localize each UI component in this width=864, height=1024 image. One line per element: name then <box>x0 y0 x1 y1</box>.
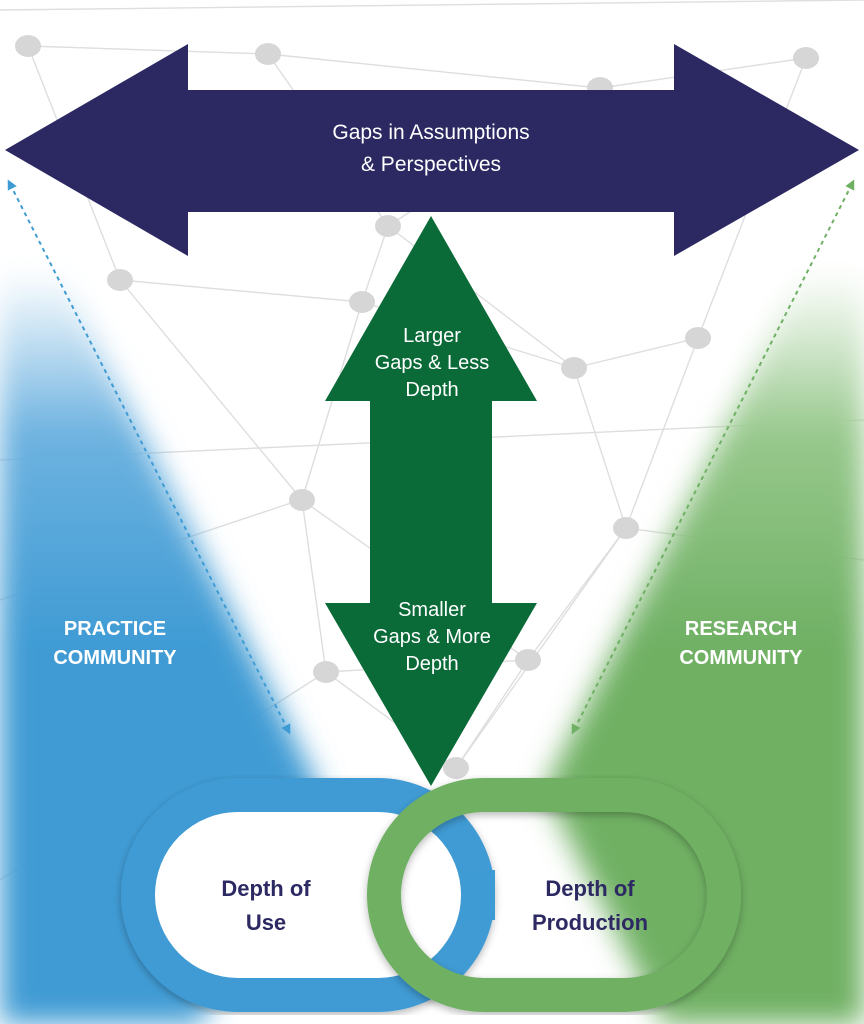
larger-gaps-label: Larger Gaps & Less Depth <box>340 323 524 404</box>
depth-of-production-line-1: Depth of <box>545 876 635 901</box>
larger-gaps-line-2: Gaps & Less <box>374 352 490 374</box>
network-node <box>443 757 469 779</box>
depth-of-use-line-1: Depth of <box>221 876 311 901</box>
larger-gaps-line-1: Larger <box>403 325 461 347</box>
practice-community-label: PRACTICE COMMUNITY <box>20 615 210 673</box>
network-link <box>267 53 601 89</box>
network-link <box>573 367 627 529</box>
practice-line-2: COMMUNITY <box>53 647 177 669</box>
gaps-double-arrow <box>5 44 859 256</box>
gaps-label-line-2: & Perspectives <box>360 153 502 176</box>
depth-of-use-label: Depth of Use <box>180 872 352 940</box>
network-link <box>625 337 699 529</box>
smaller-gaps-line-2: Gaps & More <box>373 626 491 648</box>
research-line-2: COMMUNITY <box>679 647 803 669</box>
practice-line-1: PRACTICE <box>63 618 167 640</box>
network-node <box>107 269 133 291</box>
network-node <box>561 357 587 379</box>
network-link <box>573 337 699 369</box>
smaller-gaps-label: Smaller Gaps & More Depth <box>340 597 524 678</box>
network-node <box>349 291 375 313</box>
network-node <box>255 43 281 65</box>
gaps-label-line-1: Gaps in Assumptions <box>332 121 530 144</box>
network-node <box>613 517 639 539</box>
research-dotted-arrow <box>571 179 855 735</box>
network-node <box>313 661 339 683</box>
larger-gaps-line-3: Depth <box>405 379 459 401</box>
network-node <box>793 47 819 69</box>
smaller-gaps-line-3: Depth <box>405 653 459 675</box>
depth-of-production-label: Depth of Production <box>500 872 680 940</box>
depth-of-use-line-2: Use <box>245 910 287 935</box>
network-link <box>301 499 327 673</box>
depth-double-arrow <box>325 216 537 786</box>
network-node <box>15 35 41 57</box>
practice-dotted-arrow <box>7 179 291 735</box>
network-link <box>27 45 269 55</box>
smaller-gaps-line-1: Smaller <box>398 599 466 621</box>
network-node <box>685 327 711 349</box>
network-node <box>515 649 541 671</box>
network-link <box>0 0 864 11</box>
network-link <box>119 279 363 303</box>
network-node <box>375 215 401 237</box>
depth-of-production-line-2: Production <box>531 910 649 935</box>
network-node <box>289 489 315 511</box>
research-community-label: RESEARCH COMMUNITY <box>646 615 836 673</box>
network-link <box>361 225 389 303</box>
depth-of-production-ring <box>367 778 741 1012</box>
research-line-1: RESEARCH <box>684 618 798 640</box>
depth-rings <box>121 778 741 1012</box>
gaps-label: Gaps in Assumptions & Perspectives <box>250 117 612 181</box>
